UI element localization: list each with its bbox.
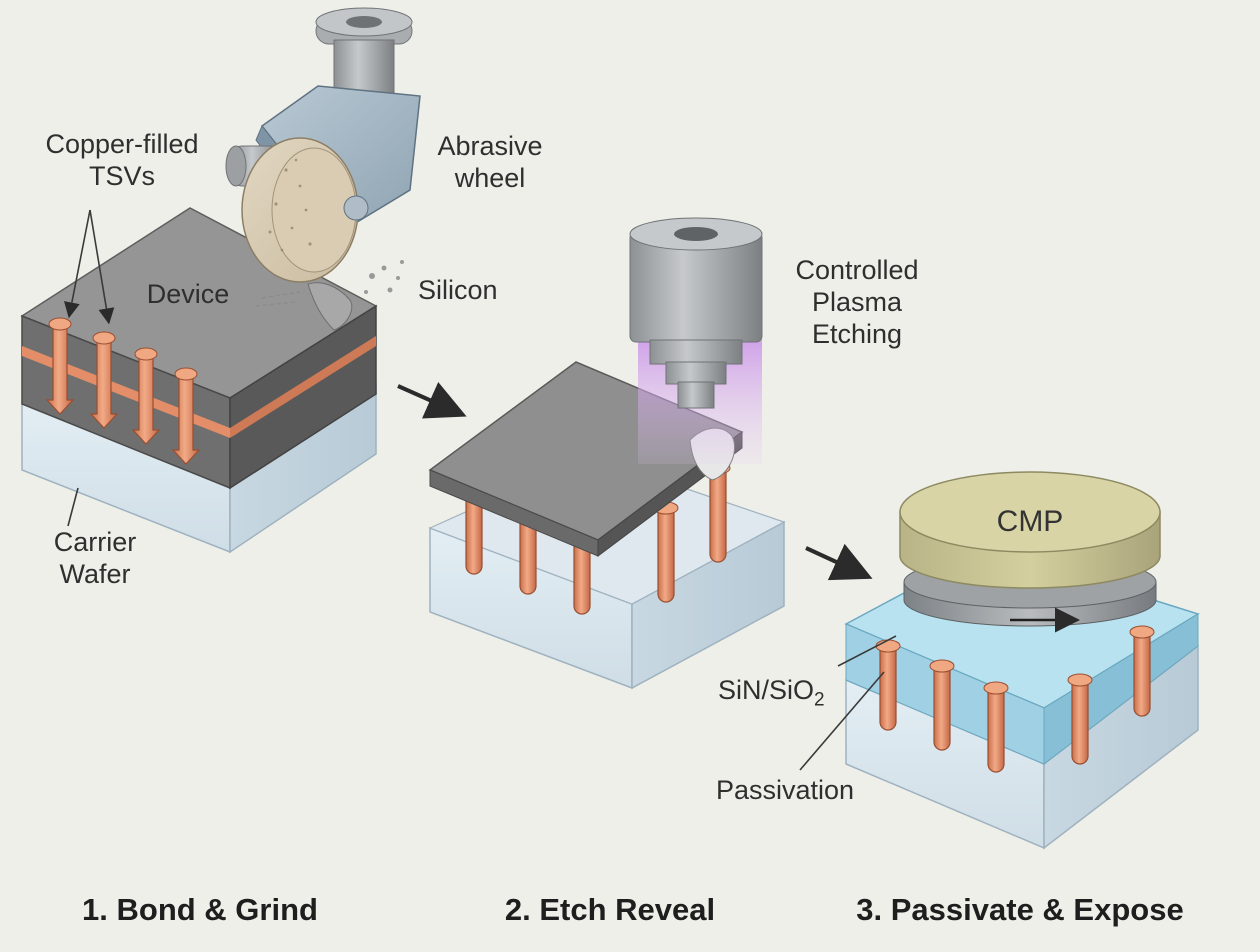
device-label: Device — [146, 279, 230, 309]
step3-title: 3. Passivate & Expose — [856, 892, 1184, 927]
copper-tsv — [45, 317, 75, 415]
silicon-label: Silicon — [418, 275, 498, 305]
carrier-label-line2: Wafer — [59, 559, 131, 589]
sin-sio2-label: SiN/SiO2 — [718, 674, 825, 716]
wheel-label-line2: wheel — [454, 163, 526, 193]
plasma-label-line1: Controlled — [795, 255, 919, 285]
step1-tsv-group — [45, 317, 201, 465]
copper-layer-side — [230, 336, 376, 438]
passivation-label: Passivation — [716, 775, 855, 805]
step1-wafer-stack — [20, 207, 404, 554]
device-side-face — [229, 304, 377, 490]
copper-layer-front — [22, 346, 230, 438]
carrier-label-line1: Carrier — [53, 527, 137, 557]
copper-tsv — [171, 367, 201, 465]
tsv-label-line2: TSVs — [88, 161, 155, 191]
copper-tsv — [983, 681, 1009, 773]
plasma-etching-label: Controlled Plasma Etching — [772, 254, 942, 350]
copper-tsv — [929, 659, 955, 751]
plasma-label-line2: Plasma — [811, 287, 903, 317]
tsv-label: Copper-filled TSVs — [22, 128, 222, 192]
copper-tsv — [1067, 673, 1093, 765]
wheel-label-line1: Abrasive — [437, 131, 543, 161]
copper-tsv — [131, 347, 161, 445]
copper-tsv — [89, 331, 119, 429]
etcher-nozzle — [677, 381, 715, 409]
plasma-label-line3: Etching — [811, 319, 903, 349]
grind-debris — [307, 282, 353, 331]
cmp-pad-assembly — [899, 471, 1161, 633]
silicon-particles — [364, 260, 404, 294]
cmp-label: CMP — [996, 505, 1064, 538]
step2-title: 2. Etch Reveal — [504, 892, 716, 927]
copper-tsv — [1129, 625, 1155, 717]
arrow-step1-to-step2 — [397, 381, 467, 419]
leader-lines — [63, 209, 897, 771]
cmp-pad-top — [899, 471, 1161, 553]
step1-title: 1. Bond & Grind — [82, 892, 318, 927]
grinding-wheel-assembly — [225, 7, 421, 283]
plasma-etcher — [629, 217, 763, 464]
wheel-label: Abrasive wheel — [420, 130, 560, 194]
sin-label-subscript: 2 — [814, 689, 825, 711]
tsv-label-line1: Copper-filled — [45, 129, 199, 159]
sin-label-text: SiN/SiO — [718, 675, 815, 705]
copper-tsv — [653, 501, 679, 603]
copper-tsv — [875, 639, 901, 731]
arrow-step2-to-step3 — [805, 543, 873, 581]
carrier-wafer-label: Carrier Wafer — [20, 526, 170, 590]
